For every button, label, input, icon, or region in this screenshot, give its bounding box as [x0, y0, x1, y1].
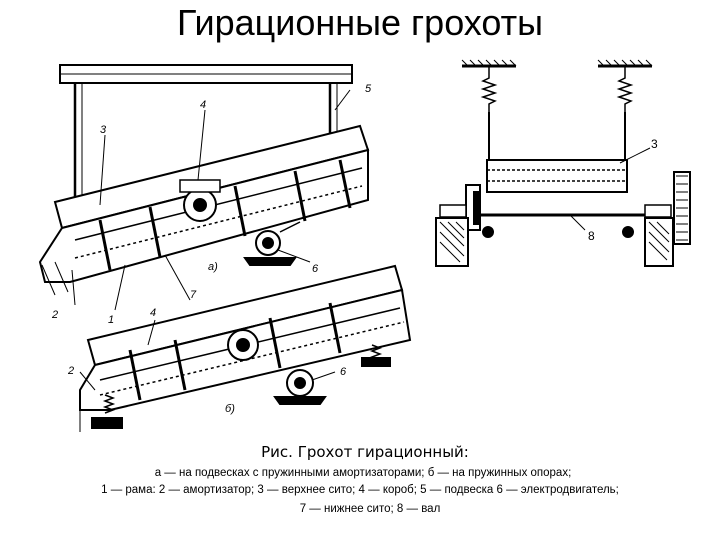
bolt-left	[482, 226, 494, 238]
rib-a5	[338, 159, 352, 209]
spring-b-left	[102, 394, 116, 414]
label-a-2: 2	[51, 309, 58, 321]
label-a-7: 7	[190, 289, 197, 301]
pedestal-right-hatch	[648, 221, 670, 261]
label-a-5: 5	[365, 83, 372, 95]
leader-a7	[164, 254, 191, 301]
label-a-6: 6	[312, 263, 319, 275]
support-b-left	[91, 417, 123, 429]
label-a-3: 3	[100, 124, 107, 136]
label-b-2: 2	[67, 365, 74, 377]
rib-b1	[128, 349, 142, 401]
leader-b4	[147, 319, 156, 346]
label-b-6: 6	[340, 366, 347, 378]
leg-a	[41, 261, 69, 296]
leader-a4	[197, 109, 206, 181]
leader-b2	[79, 371, 96, 391]
leader-a2	[71, 269, 76, 306]
bearing-a	[179, 179, 221, 193]
lower-sieve-b	[99, 321, 405, 396]
pulley-hub-a	[193, 198, 207, 212]
label-a-tag: а)	[208, 261, 218, 273]
label-r-3: 3	[651, 137, 658, 151]
lower-sieve-a	[74, 185, 363, 259]
rib-a4	[293, 170, 307, 222]
caption-line-3: 7 — нижнее сито; 8 — вал	[299, 503, 441, 515]
leader-a5	[334, 89, 351, 111]
leader-a1	[114, 264, 126, 311]
leader-a3	[99, 134, 106, 206]
motor-hub-b	[294, 377, 306, 389]
label-r-8: 8	[588, 229, 595, 243]
rib-a3	[233, 185, 247, 237]
bearing-side-right	[644, 204, 672, 218]
rib-a1	[98, 219, 112, 271]
label-a-1: 1	[108, 314, 114, 326]
ceiling-right-hatch	[597, 59, 653, 67]
motor-hub-a	[262, 237, 274, 249]
caption-line-2: 1 — рама: 2 — амортизатор; 3 — верхнее с…	[101, 484, 619, 496]
leader-a6	[277, 249, 311, 263]
pedestal-left	[435, 217, 469, 267]
rib-a2	[148, 206, 162, 258]
pedestal-left-hatch	[439, 221, 465, 263]
leader-b6	[311, 371, 336, 381]
labels: 5 4 3 2 1 7 6 а) 4 2 6 б) 3 8	[51, 83, 658, 415]
ceiling-left-hatch	[461, 59, 517, 67]
spring-side-right	[616, 66, 634, 112]
box-side	[486, 159, 628, 193]
rib-b2	[173, 339, 187, 391]
pulley-hub-b	[236, 338, 250, 352]
figure-b	[79, 264, 412, 432]
label-b-4: 4	[150, 307, 156, 319]
bearing-side-left	[439, 204, 467, 218]
caption-heading: Рис. Грохот гирационный:	[261, 443, 469, 461]
rib-b3	[268, 317, 282, 369]
motor-support-a	[279, 221, 301, 233]
support-b-right	[361, 357, 391, 367]
motor-base-b	[273, 396, 327, 405]
spring-side-left	[480, 66, 498, 112]
rib-b4	[328, 302, 342, 354]
motor-base-a	[243, 257, 297, 266]
slide-title: Гирационные грохоты	[177, 2, 543, 43]
leader-r8	[569, 214, 586, 231]
upper-sieve-a	[74, 167, 363, 241]
leader-r3	[619, 147, 651, 164]
figure-a	[38, 64, 370, 311]
pulley-side-grooves	[676, 175, 688, 241]
bolt-right	[622, 226, 634, 238]
label-a-4: 4	[200, 99, 206, 111]
figure-side	[435, 59, 691, 267]
disk-left-fill	[473, 191, 481, 225]
label-b-tag: б)	[225, 403, 235, 415]
caption-line-1: а — на подвесках с пружинными амортизато…	[154, 467, 572, 479]
